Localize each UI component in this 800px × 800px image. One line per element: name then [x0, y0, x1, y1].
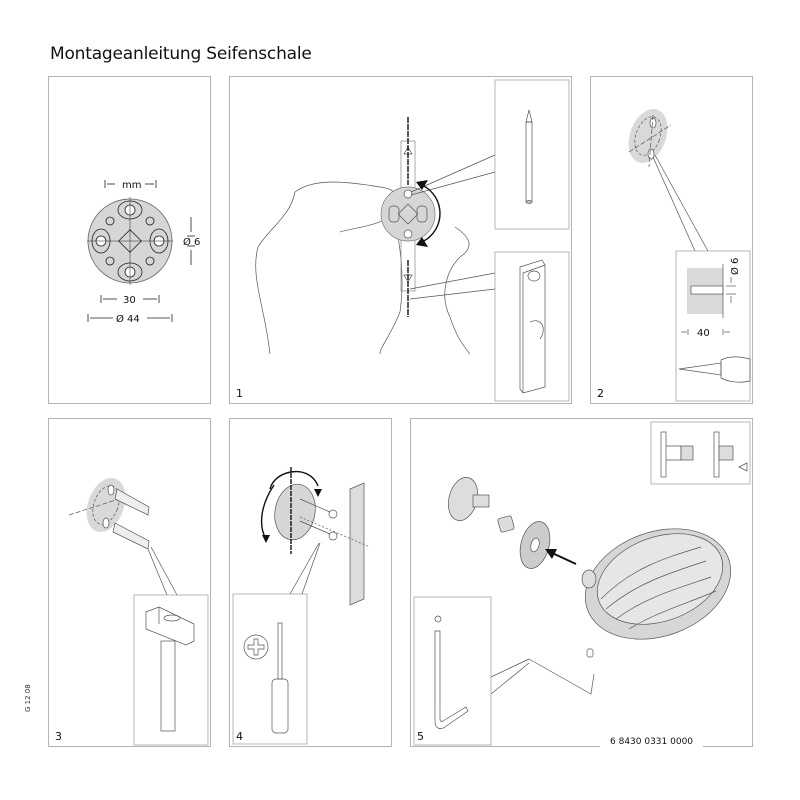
step-number: 1: [236, 387, 243, 400]
pencil-icon: [525, 121, 533, 203]
plate-diameter-label: Ø 44: [116, 313, 140, 325]
hand-outline: [255, 181, 471, 355]
drill-diameter-label: Ø 6: [729, 258, 741, 275]
soap-dish: [581, 528, 732, 640]
hammer-icon: [145, 606, 195, 732]
unit-label: mm: [122, 180, 141, 191]
step-number: 5: [417, 730, 424, 743]
step-4-illustration: [232, 467, 371, 745]
panel-step-3: 3: [48, 418, 211, 747]
step-number: 3: [55, 730, 62, 743]
page-title: Montageanleitung Seifenschale: [50, 44, 312, 64]
panel-step-4: 4: [229, 418, 392, 747]
step-5-illustration: [413, 421, 751, 746]
drill-icon: [678, 356, 751, 383]
spirit-level-icon: [519, 259, 546, 394]
step-number: 2: [597, 387, 604, 400]
wall-plate-dimension-drawing: mm Ø 6 30 Ø 44: [87, 180, 200, 325]
phillips-screwdriver-icon: [243, 622, 289, 734]
panel-overview: mm Ø 6 30 Ø 44: [48, 76, 211, 404]
document-code: G 12 08: [24, 684, 32, 712]
article-number: 6 8430 0331 0000: [600, 737, 704, 747]
panel-step-2: 40 Ø 6 2: [590, 76, 753, 404]
step-3-illustration: [68, 477, 209, 746]
drill-diameter-label: Ø 6: [183, 236, 200, 248]
panel-step-1: 1: [229, 76, 572, 404]
step-number: 4: [236, 730, 243, 743]
step-2-illustration: 40 Ø 6: [628, 108, 751, 402]
hex-key-icon: [434, 615, 469, 729]
step-1-illustration: [255, 79, 570, 402]
hole-spacing-label: 30: [123, 295, 136, 306]
drill-depth-label: 40: [697, 328, 710, 339]
panel-step-5: 5: [410, 418, 753, 747]
